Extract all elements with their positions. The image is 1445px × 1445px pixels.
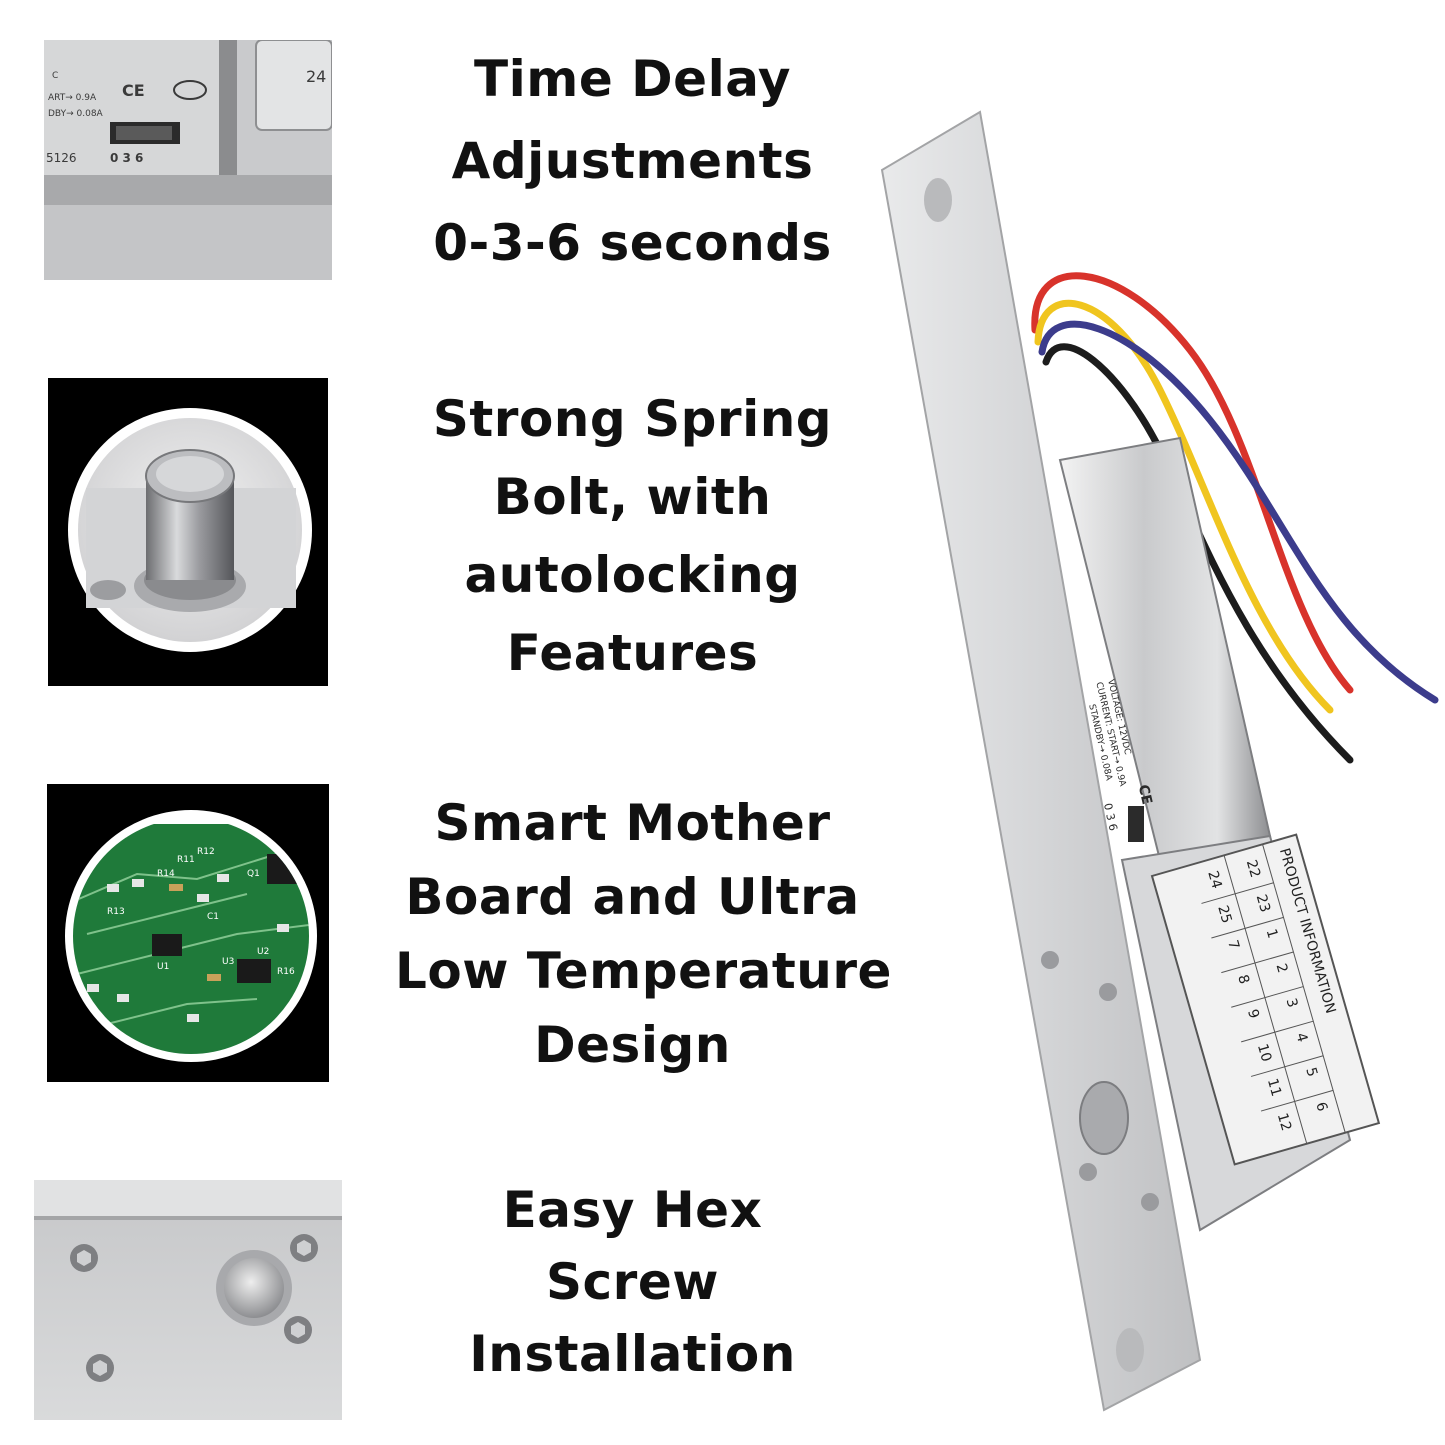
feature-line: 0-3-6 seconds [433, 214, 832, 272]
info-cell: 6 [1312, 1100, 1330, 1113]
pcb-label: U1 [157, 962, 169, 972]
thumb-text-dial: 0 3 6 [110, 151, 143, 165]
pcb-label: R12 [197, 847, 215, 857]
feature-mother-board-text: Smart Mother Board and Ultra Low Tempera… [395, 786, 892, 1082]
thumb-text-ce: CE [122, 81, 145, 100]
spring-bolt-thumbnail [48, 378, 328, 686]
feature-line: Easy Hex [502, 1181, 763, 1239]
mother-board-thumbnail: R11 R12 R14 Q1 C1 U1 U2 U3 R13 R16 [47, 784, 329, 1082]
delay-dip-switch-icon [1128, 806, 1144, 842]
magnet-icon [224, 1258, 284, 1318]
feature-line: Features [506, 624, 759, 682]
feature-time-delay-text: Time Delay Adjustments 0-3-6 seconds [395, 40, 870, 282]
feature-line: Screw [546, 1253, 719, 1311]
pcb-label: Q1 [247, 869, 260, 879]
feature-line: autolocking [464, 546, 801, 604]
pcb-label: C1 [207, 912, 219, 922]
thumb-text-start: ART→ 0.9A [48, 93, 97, 103]
pcb-label: R11 [177, 855, 195, 865]
time-delay-image: C ART→ 0.9A DBY→ 0.08A 5126 0 3 6 CE 24 [44, 40, 332, 280]
info-cell: 9 [1244, 1007, 1262, 1020]
feature-line: Design [534, 1016, 731, 1074]
hex-screw-thumbnail [34, 1180, 342, 1420]
info-cell: 1 [1263, 927, 1281, 940]
info-cell: 2 [1273, 962, 1291, 975]
info-cell: 24 [1204, 869, 1224, 891]
feature-line: Bolt, with [493, 468, 772, 526]
feature-line: Low Temperature [395, 942, 892, 1000]
cma-mark-icon [173, 80, 207, 100]
label-ce: CE [1135, 783, 1155, 806]
lock-face-plate [880, 110, 1202, 1412]
mounting-hole [1116, 1328, 1144, 1372]
info-cell: 11 [1264, 1077, 1284, 1099]
plate-screws [1041, 951, 1159, 1211]
feature-line: Time Delay [473, 50, 791, 108]
feature-line: Adjustments [451, 132, 814, 190]
feature-spring-bolt-text: Strong Spring Bolt, with autolocking Fea… [395, 380, 870, 692]
time-delay-thumbnail: C ART→ 0.9A DBY→ 0.08A 5126 0 3 6 CE 24 [44, 40, 332, 280]
mounting-hole [924, 178, 952, 222]
info-cell: 23 [1253, 893, 1273, 915]
pcb-label: R13 [107, 907, 125, 917]
label-dial: 0 3 6 [1101, 802, 1120, 832]
info-cell: 4 [1292, 1031, 1310, 1044]
feature-line: Strong Spring [432, 390, 833, 448]
spring-bolt-image [48, 378, 328, 686]
thumb-text-serial: 5126 [46, 151, 77, 165]
info-cell: 10 [1254, 1042, 1274, 1064]
info-cell: 5 [1302, 1066, 1320, 1079]
info-cell: 3 [1282, 996, 1300, 1009]
pcb-label: U2 [257, 947, 269, 957]
feature-line: Installation [469, 1325, 796, 1383]
info-cell: 8 [1234, 973, 1252, 986]
feature-line: Board and Ultra [405, 868, 860, 926]
feature-line: Smart Mother [434, 794, 831, 852]
thumb-text-standby: DBY→ 0.08A [48, 109, 104, 119]
info-cell: 12 [1274, 1111, 1294, 1133]
thumb-text-c: C [52, 71, 58, 81]
mother-board-image: R11 R12 R14 Q1 C1 U1 U2 U3 R13 R16 [47, 784, 329, 1082]
info-cell: 7 [1224, 938, 1242, 951]
pcb-label: R16 [277, 967, 295, 977]
feature-hex-screw-text: Easy Hex Screw Installation [395, 1174, 870, 1390]
hex-screw-image [34, 1180, 342, 1420]
pcb-label: R14 [157, 869, 175, 879]
info-cell: 22 [1243, 858, 1263, 880]
info-cell: 25 [1214, 904, 1234, 926]
pcb-label: U3 [222, 957, 234, 967]
electric-bolt-lock-image: VOLTAGE: 12VDC CURRENT: START→ 0.9A STAN… [860, 90, 1445, 1420]
thumb-text-24: 24 [306, 67, 326, 86]
bolt-magnet-icon [1079, 1081, 1129, 1155]
